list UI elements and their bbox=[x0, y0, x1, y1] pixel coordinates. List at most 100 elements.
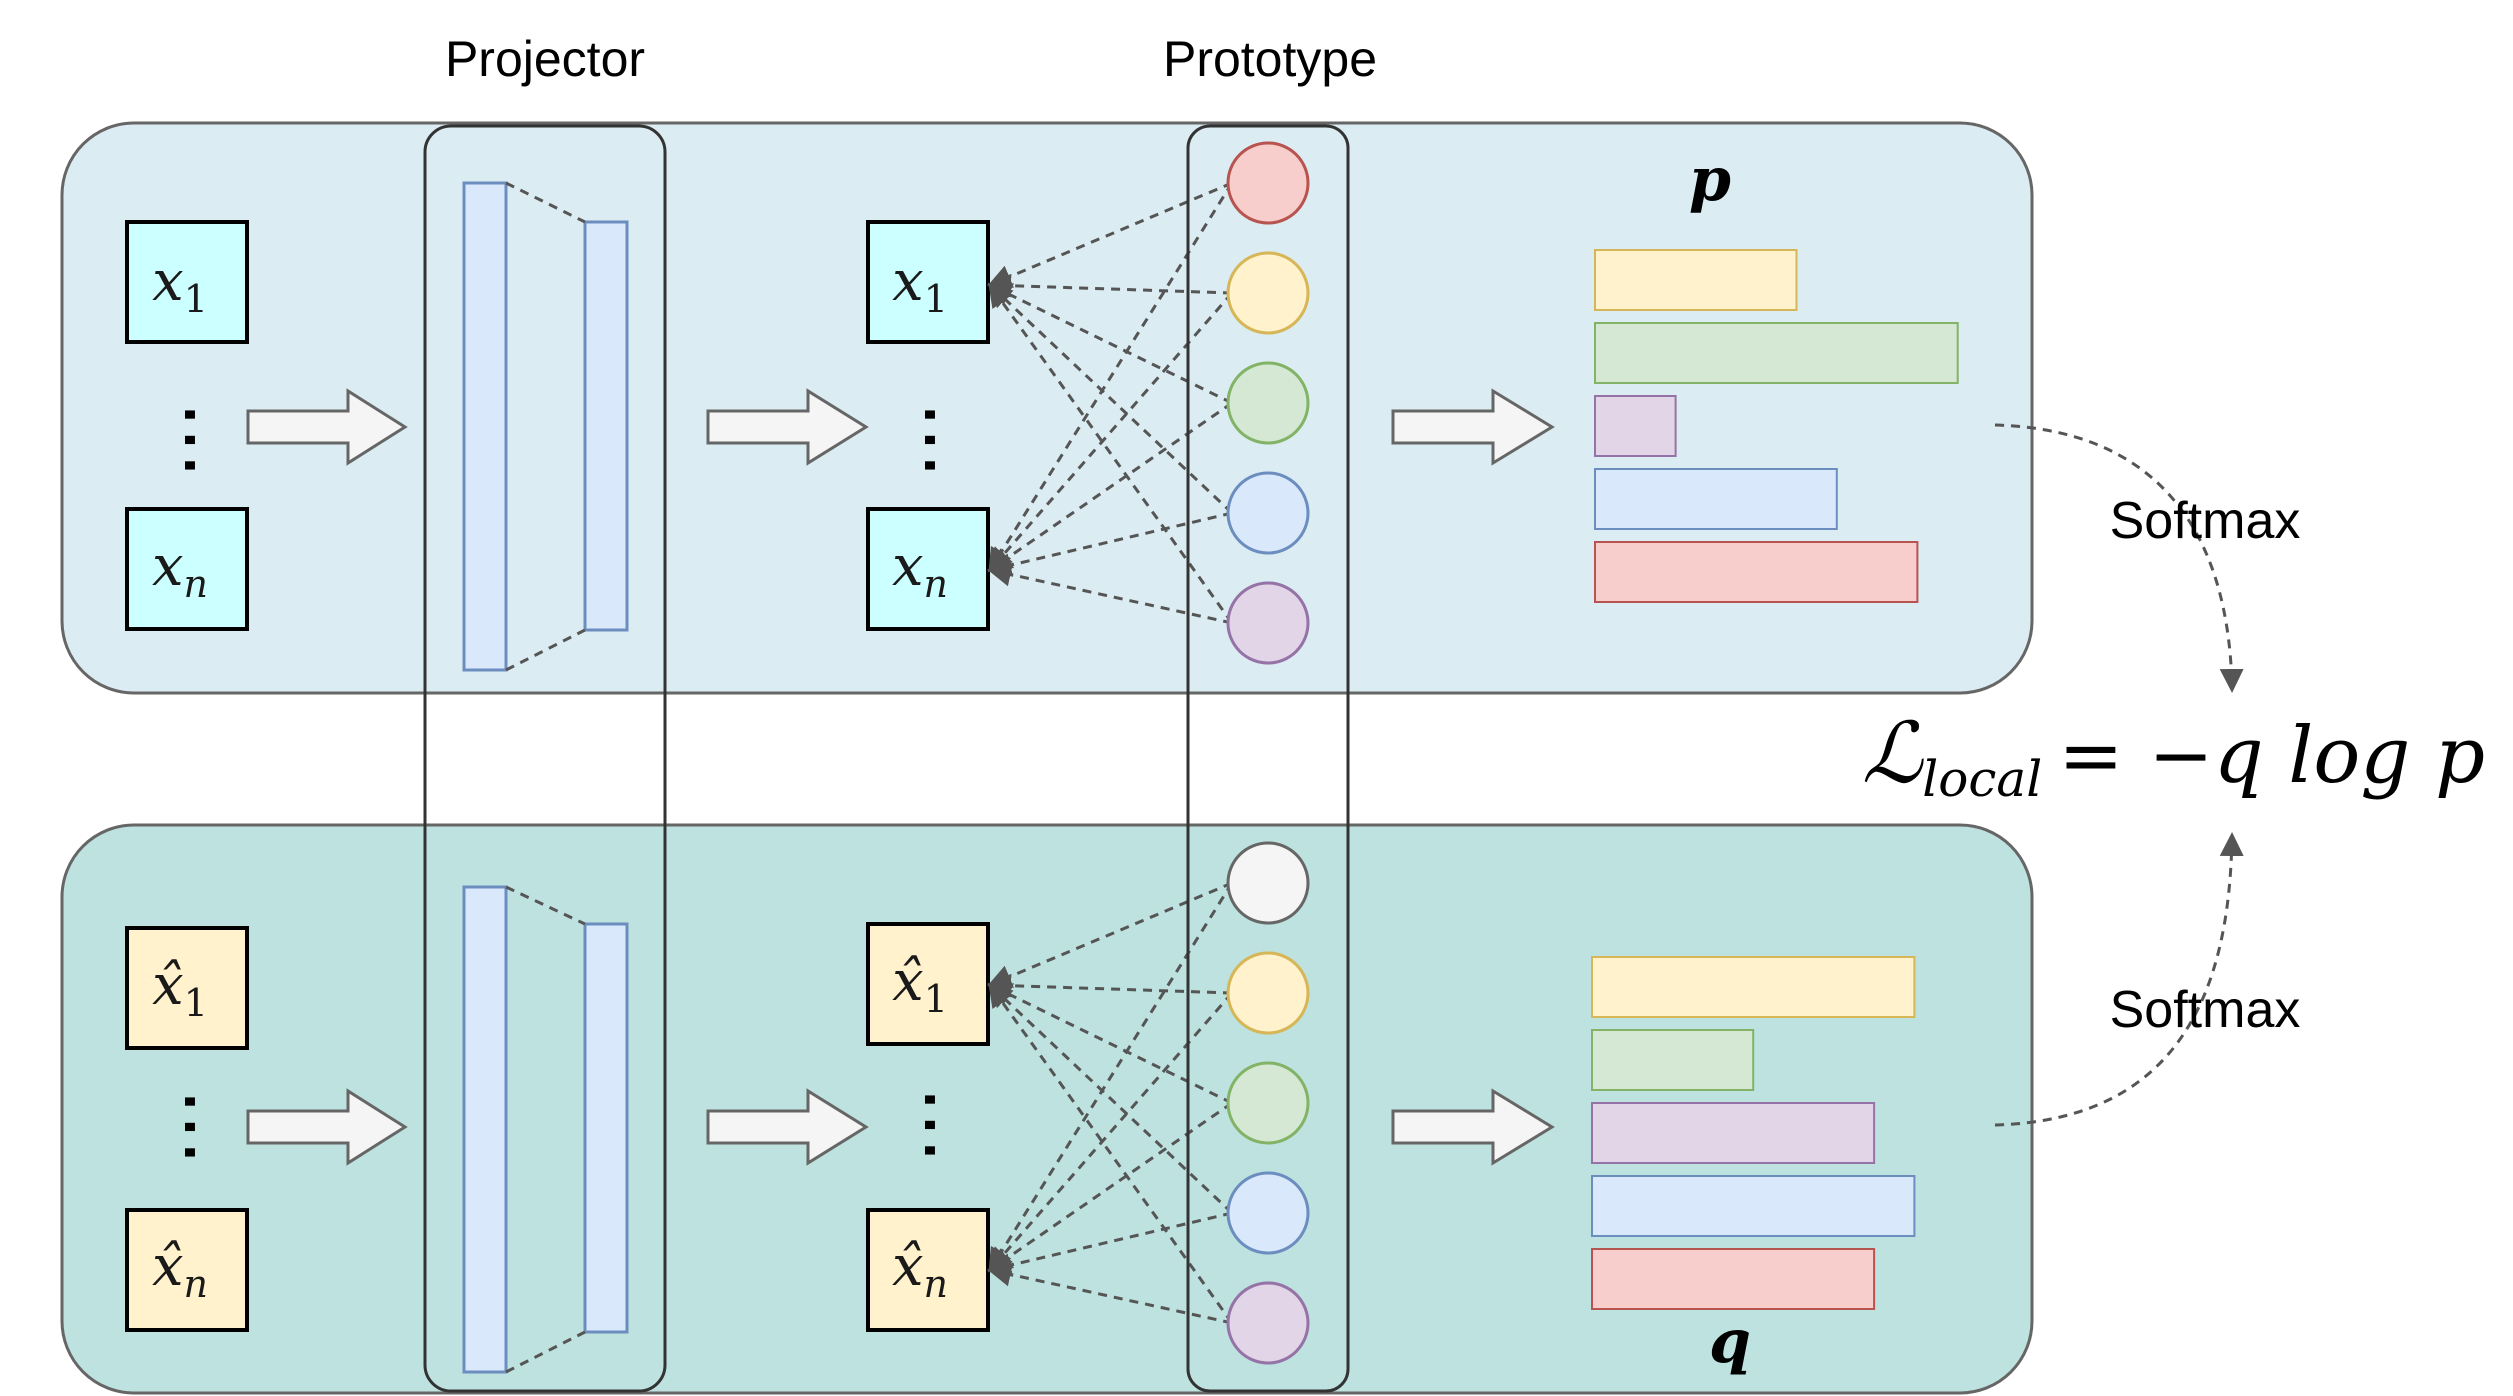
top-link-first-proto-4 bbox=[987, 282, 1234, 515]
bottom-projected-ellipsis: ··· bbox=[883, 1087, 976, 1163]
top-prototype-5 bbox=[1226, 581, 1310, 665]
top-input-last-label: x bbox=[152, 534, 184, 599]
loss-formula: ℒlocal = −q log p bbox=[1862, 704, 2485, 808]
bottom-distribution-bars bbox=[1591, 956, 1916, 1310]
bottom-arrow-to-distribution bbox=[1391, 1088, 1555, 1166]
top-link-first-proto-3 bbox=[987, 283, 1233, 405]
projector-frame bbox=[423, 124, 667, 1393]
loss-subscript: local bbox=[1922, 750, 2042, 808]
top-link-last-proto-3 bbox=[987, 401, 1233, 572]
bottom-projected-last-label: x̂ bbox=[892, 1234, 924, 1299]
top-link-first-proto-2 bbox=[987, 273, 1233, 298]
top-link-first-proto-1 bbox=[987, 181, 1233, 288]
bottom-link-first-proto-5 bbox=[988, 982, 1234, 1324]
bottom-softmax-label: Softmax bbox=[2110, 981, 2301, 1039]
top-softmax-curve bbox=[1994, 423, 2244, 693]
bottom-prototype-links bbox=[987, 881, 1234, 1325]
svg-text:xn: xn bbox=[152, 534, 208, 606]
top-distribution-bar-5 bbox=[1594, 541, 1919, 603]
loss-rhs: = −q log p bbox=[2058, 711, 2485, 801]
bottom-projector-output-layer bbox=[583, 922, 629, 1334]
top-distribution-bar-2 bbox=[1594, 322, 1959, 384]
bottom-input-token-last bbox=[125, 1208, 249, 1332]
top-prototype-links bbox=[987, 181, 1234, 625]
top-input-token-first bbox=[125, 220, 249, 344]
bottom-prototype-3 bbox=[1226, 1061, 1310, 1145]
bottom-link-last-proto-2 bbox=[988, 992, 1234, 1273]
bottom-input-first-label: x̂ bbox=[152, 953, 184, 1018]
svg-text:x̂1: x̂1 bbox=[892, 949, 948, 1021]
svg-text:xn: xn bbox=[892, 534, 948, 606]
bottom-input-tokens: x̂1 ··· x̂n bbox=[125, 926, 249, 1332]
bottom-distribution-bar-2 bbox=[1591, 1029, 1755, 1091]
top-projected-ellipsis: ··· bbox=[883, 402, 976, 478]
top-projected-token-first bbox=[866, 220, 990, 344]
top-arrow-to-projector bbox=[246, 388, 408, 466]
bottom-distribution-bar-3 bbox=[1591, 1102, 1876, 1164]
top-prototypes bbox=[1226, 141, 1310, 665]
top-projected-first-label: x bbox=[892, 249, 924, 314]
top-projected-token-last bbox=[866, 507, 990, 631]
top-projector-output-layer bbox=[583, 220, 629, 632]
bottom-link-first-proto-1 bbox=[987, 881, 1233, 988]
bottom-arrow-to-prototype bbox=[706, 1088, 869, 1166]
top-distribution-label: p bbox=[1689, 145, 1731, 215]
bottom-prototype-1 bbox=[1226, 841, 1310, 925]
prototype-frame bbox=[1186, 124, 1350, 1393]
top-projected-first-sub: 1 bbox=[924, 277, 948, 321]
top-input-tokens: x1 ··· xn bbox=[125, 220, 249, 631]
bottom-prototype-2 bbox=[1226, 951, 1310, 1035]
bottom-softmax-curve bbox=[1994, 832, 2244, 1127]
svg-text:x̂n: x̂n bbox=[152, 1234, 208, 1306]
bottom-link-first-proto-4 bbox=[987, 982, 1234, 1215]
bottom-projected-token-first bbox=[866, 922, 990, 1046]
bottom-projected-last-sub: n bbox=[924, 1262, 948, 1306]
bottom-projected-first-label: x̂ bbox=[892, 949, 924, 1014]
bottom-link-first-proto-2 bbox=[987, 973, 1233, 998]
bottom-distribution-bar-1 bbox=[1591, 956, 1916, 1018]
bottom-input-ellipsis: ··· bbox=[143, 1089, 236, 1165]
bottom-prototype-5 bbox=[1226, 1281, 1310, 1365]
top-input-first-sub: 1 bbox=[184, 277, 208, 321]
bottom-prototypes bbox=[1226, 841, 1310, 1365]
bottom-projected-first-sub: 1 bbox=[924, 977, 948, 1021]
bottom-link-last-proto-3 bbox=[987, 1101, 1233, 1272]
bottom-distribution-bar-4 bbox=[1591, 1175, 1916, 1237]
projector-header: Projector bbox=[445, 31, 645, 87]
top-projected-last-label: x bbox=[892, 534, 924, 599]
top-prototype-4 bbox=[1226, 471, 1310, 555]
svg-text:x1: x1 bbox=[892, 249, 948, 321]
bottom-input-last-sub: n bbox=[184, 1262, 208, 1306]
bottom-input-last-label: x̂ bbox=[152, 1234, 184, 1299]
bottom-link-last-proto-1 bbox=[988, 882, 1234, 1273]
top-distribution-bar-4 bbox=[1594, 468, 1838, 530]
top-arrow-to-prototype bbox=[706, 388, 869, 466]
top-prototype-2 bbox=[1226, 251, 1310, 335]
top-link-last-proto-2 bbox=[988, 292, 1234, 573]
bottom-projected-token-last bbox=[866, 1208, 990, 1332]
prototype-header: Prototype bbox=[1163, 31, 1377, 87]
top-projector-input-layer bbox=[462, 181, 508, 672]
top-input-token-last bbox=[125, 507, 249, 631]
loss-symbol: ℒ bbox=[1862, 704, 1924, 802]
top-input-first-label: x bbox=[152, 249, 184, 314]
top-input-ellipsis: ··· bbox=[143, 402, 236, 478]
top-projected-last-sub: n bbox=[924, 562, 948, 606]
top-softmax-label: Softmax bbox=[2110, 492, 2301, 550]
top-prototype-3 bbox=[1226, 361, 1310, 445]
top-input-last-sub: n bbox=[184, 562, 208, 606]
bottom-arrow-to-projector bbox=[246, 1088, 408, 1166]
top-prototype-1 bbox=[1226, 141, 1310, 225]
top-branch-panel bbox=[60, 121, 2034, 695]
top-link-first-proto-5 bbox=[988, 282, 1234, 624]
bottom-input-first-sub: 1 bbox=[184, 981, 208, 1025]
top-distribution-bar-3 bbox=[1594, 395, 1677, 457]
bottom-link-first-proto-3 bbox=[987, 983, 1233, 1105]
top-distribution-bar-1 bbox=[1594, 249, 1798, 311]
bottom-distribution-bar-5 bbox=[1591, 1248, 1876, 1310]
bottom-projector-input-layer bbox=[462, 885, 508, 1374]
svg-text:x̂n: x̂n bbox=[892, 1234, 948, 1306]
top-link-last-proto-1 bbox=[988, 182, 1234, 573]
top-arrow-to-distribution bbox=[1391, 388, 1555, 466]
